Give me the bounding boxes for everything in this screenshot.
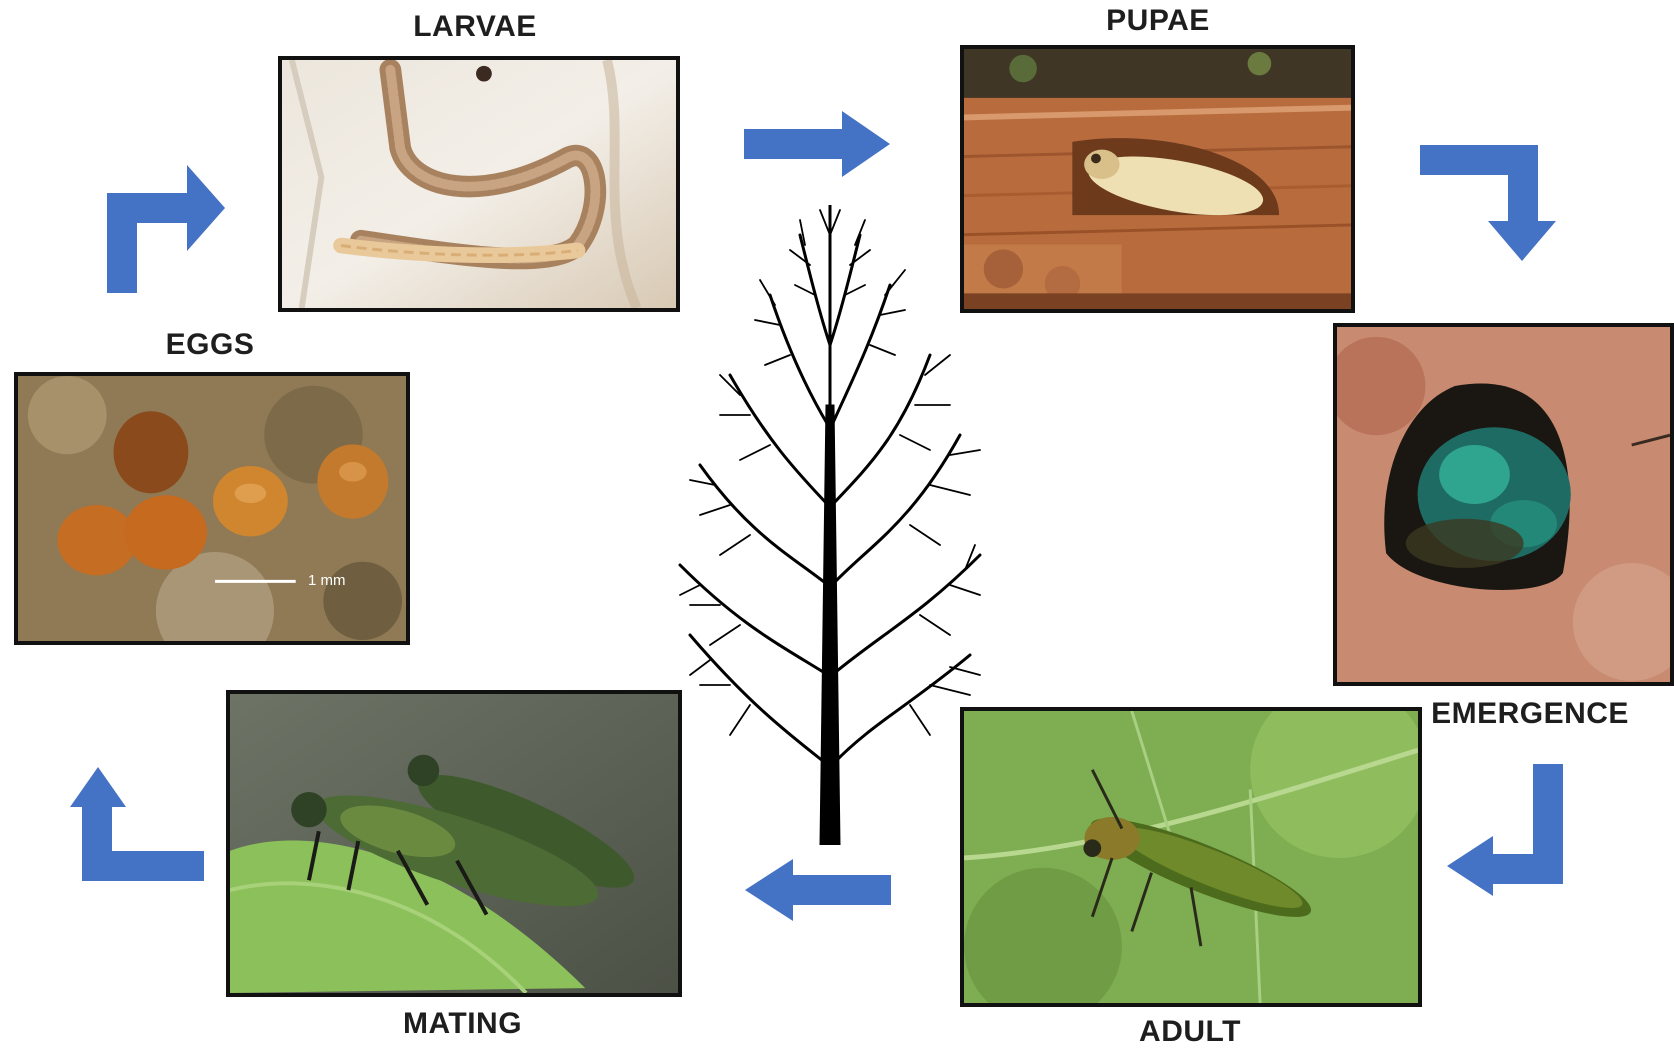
arrow-adult-to-mating-icon — [743, 857, 893, 923]
larvae-label: LARVAE — [385, 10, 565, 44]
adult-label: ADULT — [1100, 1015, 1280, 1049]
pupae-label: PUPAE — [1068, 4, 1248, 38]
arrow-larvae-to-pupae-icon — [742, 109, 892, 179]
emergence-label: EMERGENCE — [1420, 697, 1640, 731]
eggs-scale-bar-label: 1 mm — [308, 572, 346, 589]
larvae-photo — [278, 56, 680, 312]
arrow-eggs-to-larvae-icon — [105, 155, 227, 293]
eggs-label: EGGS — [130, 328, 290, 362]
arrow-mating-to-eggs-icon — [68, 765, 206, 883]
emergence-photo — [1333, 323, 1674, 686]
arrow-emergence-to-adult-icon — [1445, 762, 1565, 896]
eggs-photo: 1 mm — [14, 372, 410, 645]
mating-label: MATING — [380, 1007, 545, 1041]
mating-photo — [226, 690, 682, 997]
adult-photo — [960, 707, 1422, 1007]
tree-silhouette-icon — [670, 205, 990, 845]
pupae-photo — [960, 45, 1355, 313]
arrow-pupae-to-emergence-icon — [1418, 143, 1556, 263]
